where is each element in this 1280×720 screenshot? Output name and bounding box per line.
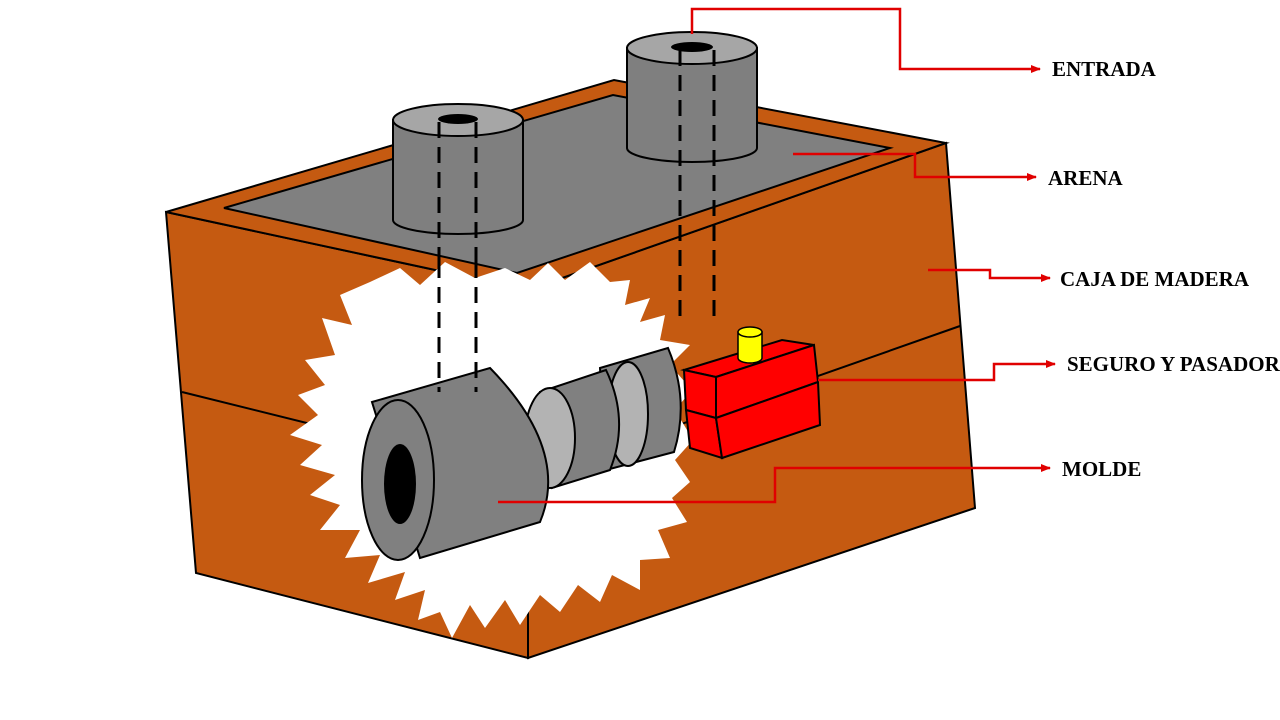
sprue-right-body: [626, 47, 758, 163]
leader-molde: [498, 464, 1051, 504]
sprue-left-body: [392, 119, 524, 235]
label-arena: ARENA: [1048, 166, 1124, 190]
lock-box-right-lower: [714, 380, 822, 460]
sprue-left-opening: [438, 114, 478, 124]
sprue-right-opening: [671, 42, 713, 52]
label-caja-de-madera: CAJA DE MADERA: [1060, 267, 1250, 291]
lock-pin-top: [737, 326, 763, 338]
label-entrada: ENTRADA: [1052, 57, 1157, 81]
leader-arena: [793, 152, 1037, 181]
leader-entrada: [690, 7, 1041, 73]
leader-caja: [928, 268, 1051, 282]
mold-bore-hole: [384, 444, 416, 524]
leader-seguro: [818, 360, 1056, 382]
lock-pin: [737, 331, 763, 364]
label-seguro-y-pasador: SEGURO Y PASADOR: [1067, 352, 1280, 376]
label-molde: MOLDE: [1062, 457, 1141, 481]
